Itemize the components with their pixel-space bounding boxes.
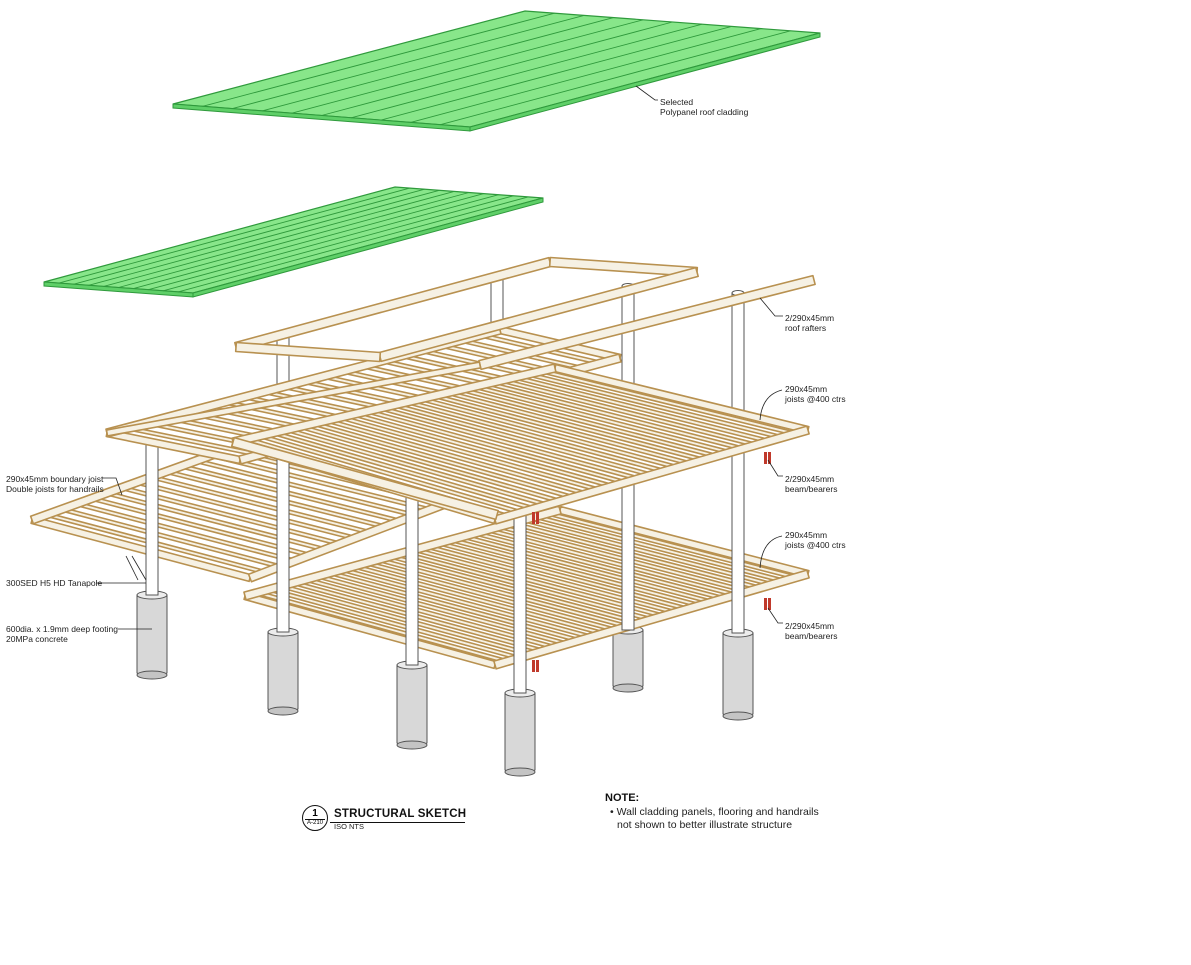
footing-1-base (136, 670, 168, 680)
detail-number: 1 (312, 808, 318, 819)
leader-joists-upper (759, 389, 783, 421)
panel-seam (440, 30, 791, 126)
leader-brace (125, 555, 139, 581)
footing-3-base (396, 740, 428, 750)
roof-panels (43, 10, 821, 298)
footing-4-base (504, 767, 536, 777)
panel-seam (58, 187, 410, 284)
footing-3 (396, 664, 428, 748)
roof-panel-lower-side (192, 197, 544, 298)
annotation-leaders (96, 85, 783, 630)
roof-frame (105, 256, 816, 521)
label-tanapole: 300SED H5 HD Tanapole (6, 578, 103, 588)
panel-seam (291, 19, 644, 114)
bearer-bracket (536, 512, 539, 524)
note-line: • Wall cladding panels, flooring and han… (610, 806, 819, 818)
footing-6-base (722, 711, 754, 721)
footing-5 (612, 629, 644, 691)
bearer-bracket (768, 598, 771, 610)
panel-seam (410, 28, 762, 123)
bearer-bracket (536, 660, 539, 672)
tanapole-2 (276, 332, 290, 633)
panel-seam (321, 21, 673, 116)
tanapole-6 (731, 292, 745, 634)
panel-seam (202, 12, 555, 107)
roof-rafter (231, 436, 499, 521)
bearer-bracket (532, 512, 535, 524)
bearer-bracket (764, 598, 767, 610)
note-body: • Wall cladding panels, flooring and han… (610, 806, 819, 832)
panel-seam (261, 17, 614, 112)
leader-roof-rafters (759, 297, 783, 317)
roof-rafter (234, 341, 382, 363)
leader-boundary-joist (102, 477, 123, 496)
footing-6 (722, 632, 754, 719)
panel-seam (103, 190, 455, 287)
leader-joists-lower (759, 535, 783, 569)
panel-seam (133, 193, 484, 290)
panel-seam (118, 192, 470, 288)
footing-1 (136, 594, 168, 678)
drawing-title: STRUCTURAL SKETCH (334, 808, 467, 820)
panel-seam (148, 194, 499, 291)
detail-tag: 1 A-210 (302, 805, 328, 831)
end-joist (493, 569, 810, 670)
panel-seam (163, 195, 514, 292)
footing-2 (267, 631, 299, 714)
note-line: not shown to better illustrate structure (617, 819, 793, 831)
footing-5-base (612, 683, 644, 693)
note-heading: NOTE: (605, 792, 640, 804)
panel-seam (380, 25, 732, 121)
roof-panel-upper-side (469, 32, 821, 132)
footing-4 (504, 692, 536, 775)
panel-seam (88, 189, 440, 286)
drawing-scale: ISO NTS (334, 822, 365, 831)
footing-2-base (267, 706, 299, 716)
panel-seam (351, 23, 703, 119)
bearer-brackets (532, 452, 771, 672)
leader-brace (131, 555, 147, 581)
sheet-reference: A-210 (306, 820, 323, 826)
leader-bearers-upper (767, 459, 783, 477)
panel-seam (232, 14, 585, 110)
panel-seam (177, 196, 529, 293)
roof-rafter (105, 361, 482, 437)
bearer-bracket (532, 660, 535, 672)
panel-seam (73, 188, 425, 285)
leader-roof-cladding (635, 85, 658, 101)
bearer-bracket (768, 452, 771, 464)
roof-rafter (548, 256, 699, 278)
upper-floor-frame (105, 325, 810, 525)
tanapole-1 (145, 424, 159, 596)
concrete-footings (136, 590, 754, 777)
bearer-bracket (764, 452, 767, 464)
title-underline (330, 822, 465, 823)
leader-bearers-lower (767, 607, 783, 624)
